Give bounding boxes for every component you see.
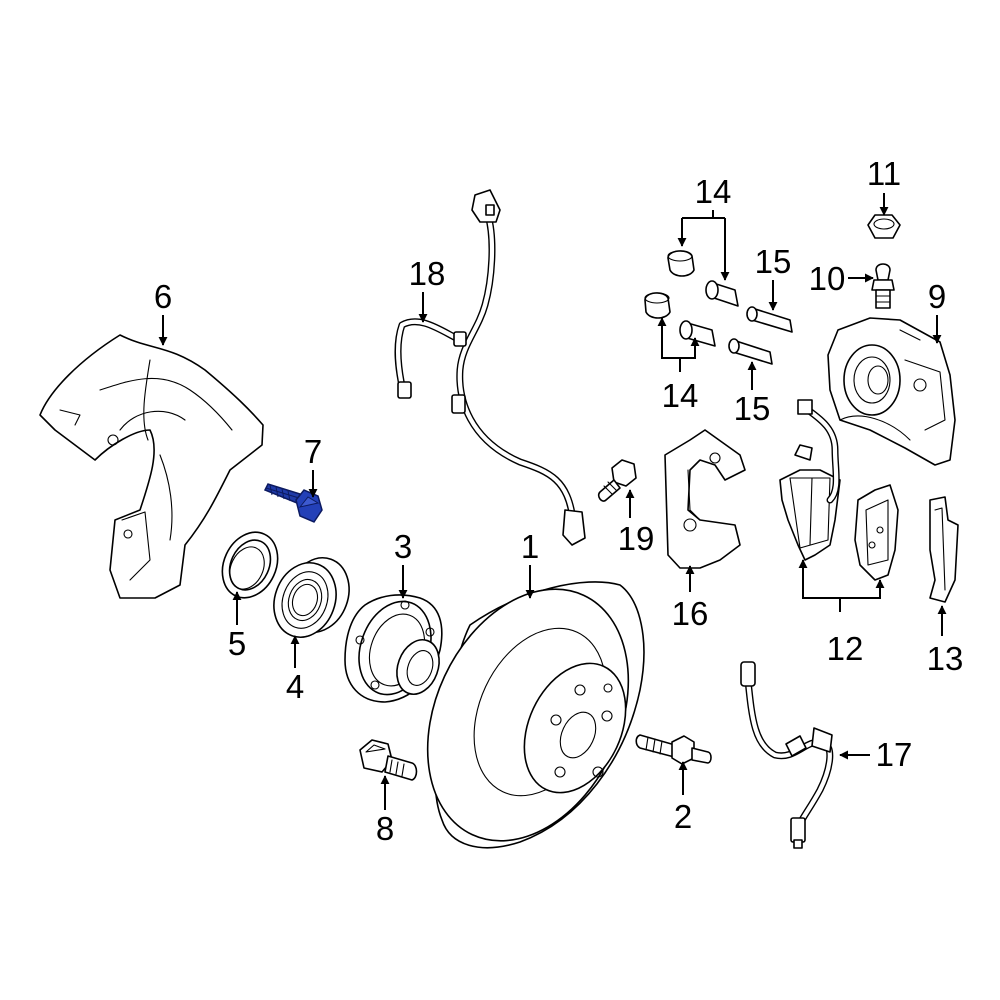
bleeder-cap[interactable] <box>867 214 901 239</box>
wheel-bearing[interactable] <box>264 549 359 646</box>
callout-7[interactable]: 7 <box>304 433 322 470</box>
brake-hose[interactable] <box>740 661 834 849</box>
callout-13[interactable]: 13 <box>927 640 964 677</box>
brake-caliper[interactable] <box>827 317 956 466</box>
callout-6[interactable]: 6 <box>154 278 172 315</box>
callout-5[interactable]: 5 <box>228 625 246 662</box>
callout-1[interactable]: 1 <box>521 528 539 565</box>
wheel-stud[interactable] <box>635 734 712 765</box>
callout-14-bottom[interactable]: 14 <box>662 377 699 414</box>
callout-8[interactable]: 8 <box>376 810 394 847</box>
callout-11[interactable]: 11 <box>867 155 901 192</box>
hub-bolt[interactable] <box>359 739 418 781</box>
bleeder-screw[interactable] <box>871 263 895 309</box>
callout-17[interactable]: 17 <box>876 736 913 773</box>
brake-pads[interactable] <box>779 399 899 581</box>
callout-10[interactable]: 10 <box>809 260 846 297</box>
callout-2[interactable]: 2 <box>674 798 692 835</box>
callout-4[interactable]: 4 <box>286 668 304 705</box>
callout-14-top[interactable]: 14 <box>695 173 732 210</box>
callout-12[interactable]: 12 <box>827 630 864 667</box>
callout-9[interactable]: 9 <box>928 278 946 315</box>
callout-16[interactable]: 16 <box>672 595 709 632</box>
wheel-hub[interactable] <box>344 591 446 704</box>
leader-12 <box>802 570 881 612</box>
leader-lines <box>158 193 947 810</box>
splash-shield[interactable] <box>39 334 264 599</box>
anti-rattle-clip[interactable] <box>929 496 959 603</box>
bolt-7-highlighted[interactable] <box>263 483 323 523</box>
callout-15-bottom[interactable]: 15 <box>734 390 771 427</box>
callout-15-top[interactable]: 15 <box>755 243 792 280</box>
bleeder-bolt[interactable] <box>597 459 637 502</box>
callout-3[interactable]: 3 <box>394 528 412 565</box>
caliper-bracket[interactable] <box>664 429 746 569</box>
callout-labels: 1 2 3 4 5 6 7 8 9 10 11 12 13 14 14 15 1… <box>154 155 964 847</box>
leader-14a <box>682 210 725 219</box>
seal-ring[interactable] <box>212 523 288 607</box>
callout-18[interactable]: 18 <box>409 255 446 292</box>
callout-19[interactable]: 19 <box>618 520 655 557</box>
guide-boots-and-pins[interactable] <box>644 250 793 365</box>
brake-disc[interactable] <box>389 556 667 873</box>
abs-sensor-wire[interactable] <box>394 189 586 546</box>
